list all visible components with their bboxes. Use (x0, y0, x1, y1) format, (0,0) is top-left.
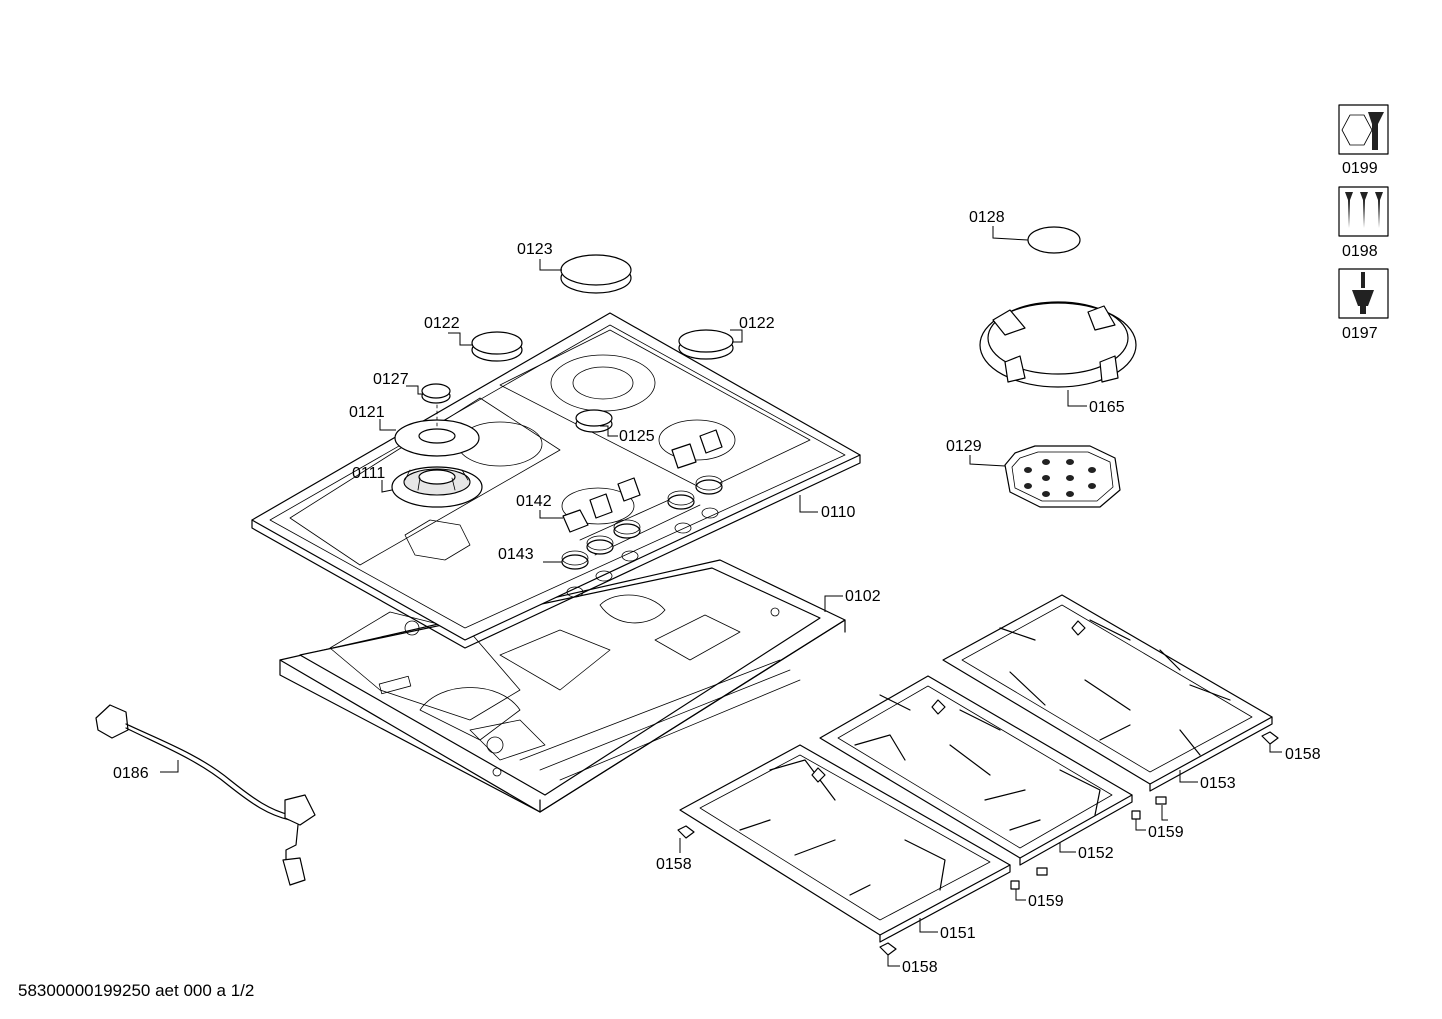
document-footer: 58300000199250 aet 000 a 1/2 (18, 981, 255, 1000)
wok-burner-ring[interactable] (394, 404, 480, 457)
label-0123[interactable]: 0123 (517, 241, 553, 258)
label-0152[interactable]: 0152 (1078, 845, 1114, 862)
wok-burner-base[interactable] (391, 466, 483, 508)
label-0142[interactable]: 0142 (516, 493, 552, 510)
label-0111[interactable]: 0111 (352, 465, 385, 482)
burner-cap-mini[interactable] (421, 383, 451, 404)
label-0153[interactable]: 0153 (1200, 775, 1236, 792)
label-0121[interactable]: 0121 (349, 404, 385, 421)
control-knobs[interactable] (562, 429, 723, 533)
label-0158-bottom[interactable]: 0158 (902, 959, 938, 976)
label-0110[interactable]: 0110 (821, 504, 856, 521)
wrench-nut-icon (1338, 104, 1389, 155)
pan-support-middle[interactable] (819, 675, 1133, 866)
label-0158-rear[interactable]: 0158 (1285, 746, 1321, 763)
label-0143[interactable]: 0143 (498, 546, 534, 563)
knob-seals[interactable] (561, 475, 723, 570)
label-0122-right[interactable]: 0122 (739, 315, 775, 332)
leader-lines (160, 226, 1282, 967)
label-0199[interactable]: 0199 (1342, 160, 1378, 177)
label-0165[interactable]: 0165 (1089, 399, 1125, 416)
part-labels: 0123 0122 0122 0127 0121 0111 0125 0142 … (113, 160, 1378, 976)
label-0129[interactable]: 0129 (946, 438, 982, 455)
screwdriver-icon (1338, 268, 1389, 319)
label-0125[interactable]: 0125 (619, 428, 655, 445)
label-0159-right[interactable]: 0159 (1148, 824, 1184, 841)
rubber-feet[interactable] (677, 731, 1279, 956)
burner-cap-small[interactable] (575, 409, 613, 433)
pan-support-rear[interactable] (942, 594, 1273, 792)
label-0186[interactable]: 0186 (113, 765, 149, 782)
label-0197[interactable]: 0197 (1342, 325, 1378, 342)
label-0102[interactable]: 0102 (845, 588, 881, 605)
label-0159-left[interactable]: 0159 (1028, 893, 1064, 910)
wok-pan-support[interactable] (979, 301, 1137, 388)
screws-icon (1338, 186, 1389, 237)
pan-support-front[interactable] (679, 744, 1011, 943)
hob-housing[interactable] (279, 559, 846, 813)
label-0151[interactable]: 0151 (940, 925, 976, 942)
label-0127[interactable]: 0127 (373, 371, 409, 388)
burner-cap-large[interactable] (560, 254, 632, 294)
label-0158-front[interactable]: 0158 (656, 856, 692, 873)
label-0128[interactable]: 0128 (969, 209, 1005, 226)
hob-top-plate[interactable] (251, 312, 861, 649)
label-0198[interactable]: 0198 (1342, 243, 1378, 260)
label-0122-left[interactable]: 0122 (424, 315, 460, 332)
burner-cap-left[interactable] (471, 331, 523, 362)
power-cable[interactable] (95, 704, 316, 886)
burner-cap-right[interactable] (678, 329, 734, 360)
wok-cap[interactable] (1027, 226, 1081, 254)
simmer-plate[interactable] (1004, 445, 1121, 508)
